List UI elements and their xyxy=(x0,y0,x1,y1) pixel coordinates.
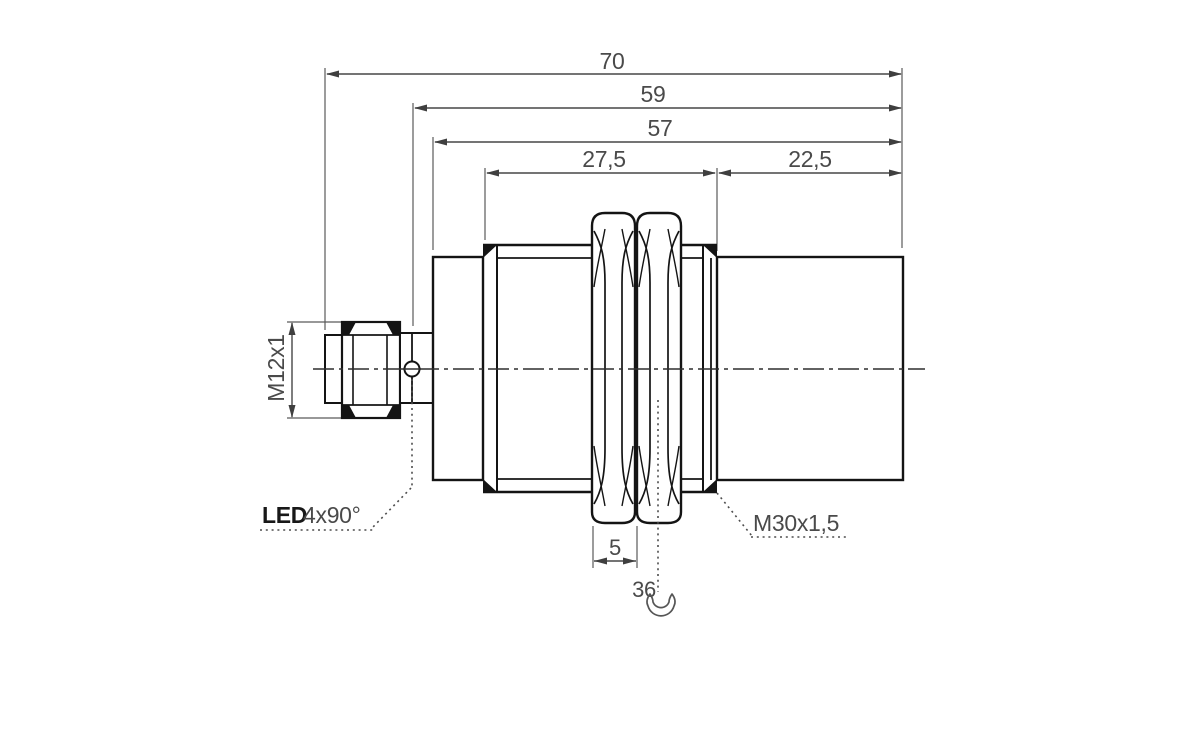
leader-lines xyxy=(260,379,848,592)
m12-thread-label: M12x1 xyxy=(263,334,289,402)
led-label: LED xyxy=(262,502,307,528)
m30-thread-label: M30x1,5 xyxy=(753,510,839,536)
dim-27-5-label: 27,5 xyxy=(582,146,626,172)
dimension-27-5: 27,5 xyxy=(486,146,716,177)
dimension-70: 70 xyxy=(326,48,902,78)
dimension-59: 59 xyxy=(414,81,902,112)
nut-width-label: 5 xyxy=(609,535,621,560)
dim-57-label: 57 xyxy=(648,115,673,141)
dim-59-label: 59 xyxy=(641,81,666,107)
connector-coupling-nut xyxy=(340,320,402,420)
extension-lines xyxy=(287,68,903,568)
dimension-m12: M12x1 xyxy=(263,322,296,418)
dimension-nut-width: 5 xyxy=(594,535,636,565)
led-indicator xyxy=(403,360,421,378)
labels: LED 4x90° M30x1,5 36 xyxy=(262,502,839,602)
dim-22-5-label: 22,5 xyxy=(788,146,832,172)
dimension-22-5: 22,5 xyxy=(718,146,902,177)
hex-nut-1 xyxy=(590,211,637,525)
sensor-body-group xyxy=(324,211,905,525)
led-info-label: 4x90° xyxy=(303,502,361,528)
hex-nut-2 xyxy=(635,211,683,525)
led-ring-section xyxy=(399,332,434,404)
dim-70-label: 70 xyxy=(600,48,625,74)
wrench-icon xyxy=(646,593,676,617)
dimension-57: 57 xyxy=(434,115,902,146)
